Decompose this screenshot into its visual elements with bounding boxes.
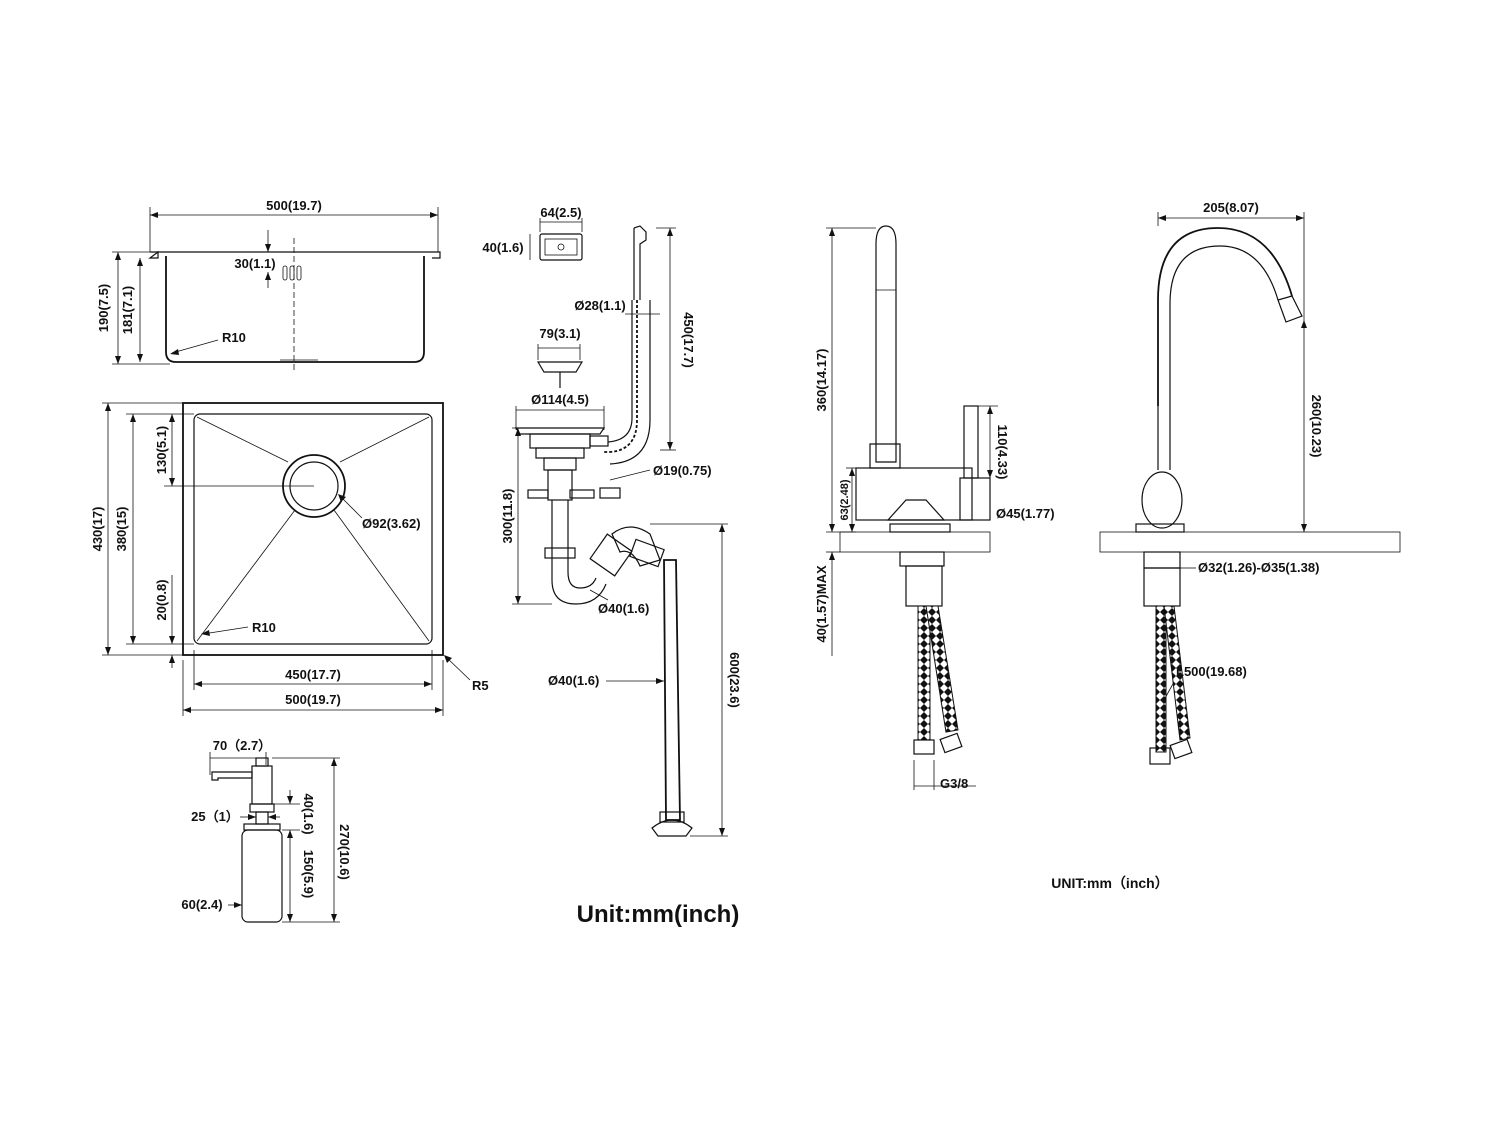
- overflow-height-label: 40(1.6): [482, 240, 523, 255]
- basket-width-label: 79(3.1): [539, 326, 580, 341]
- corner-radius-label: R10: [222, 330, 246, 345]
- bottle-dia-label: 60(2.4): [181, 897, 222, 912]
- body-dia-label: Ø45(1.77): [996, 506, 1055, 521]
- hole-dia-label: Ø32(1.26)-Ø35(1.38): [1198, 560, 1319, 575]
- unit-label-left: Unit:mm(inch): [577, 901, 740, 928]
- faucet-side-view: 360(14.17) 110(4.33) 63(2.48) Ø45(1.77) …: [814, 225, 1055, 791]
- trap-dia-label: Ø40(1.6): [598, 601, 649, 616]
- overflow-width-label: 64(2.5): [540, 205, 581, 220]
- base-height-label: 63(2.48): [839, 479, 851, 520]
- drain-kit-view: 64(2.5) 40(1.6) Ø28(1.1) 450(17.7) 79(3.…: [482, 205, 742, 928]
- inner-radius-label: R10: [252, 620, 276, 635]
- strainer-dia-label: Ø114(4.5): [531, 392, 589, 407]
- drain-diameter-label: Ø92(3.62): [362, 516, 421, 531]
- overflow-hose-length-label: 450(17.7): [681, 312, 696, 368]
- sink-inner-height-label: 181(7.1): [120, 286, 135, 334]
- bottle-length-label: 150(5.9): [301, 850, 316, 898]
- deck-max-label: 40(1.57)MAX: [814, 565, 829, 643]
- faucet-front-view: 205(8.07) 260(10.23) Ø32(1.26)-Ø35(1.38)…: [1051, 200, 1401, 891]
- overflow-hose-dia-label: Ø28(1.1): [574, 298, 625, 313]
- outer-width-label: 500(19.7): [285, 692, 341, 707]
- sink-depth-inner-label: 380(15): [114, 507, 129, 552]
- side-pipe-dia-label: Ø19(0.75): [653, 463, 712, 478]
- spout-length-label: 70（2.7）: [213, 738, 272, 753]
- drain-offset-label: 130(5.1): [154, 426, 169, 474]
- hose-length-label: L500(19.68): [1176, 664, 1247, 679]
- neck-dia-label: 25（1）: [191, 809, 239, 824]
- trap-height-label: 300(11.8): [500, 489, 515, 544]
- sink-depth-total-label: 430(17): [90, 507, 105, 552]
- dispenser-total-height-label: 270(10.6): [337, 824, 352, 880]
- outer-radius-label: R5: [472, 678, 489, 693]
- soap-dispenser-view: 70（2.7） 25（1） 40(1.6) 150(5.9) 270(10.6): [181, 738, 352, 923]
- sink-width-label: 500(19.7): [266, 198, 322, 213]
- sink-plan-view: 430(17) 380(15) 130(5.1) 20(0.8) Ø92(3.6…: [90, 402, 489, 716]
- rim-depth-label: 30(1.1): [234, 256, 275, 271]
- outlet-length-label: 600(23.6): [727, 652, 742, 708]
- lever-height-label: 110(4.33): [995, 425, 1010, 480]
- spout-height-label: 260(10.23): [1309, 395, 1324, 458]
- head-height-label: 40(1.6): [301, 793, 316, 834]
- faucet-height-label: 360(14.17): [814, 349, 829, 412]
- sink-total-height-label: 190(7.5): [96, 284, 111, 332]
- sink-elevation-view: 500(19.7) 30(1.1) 190(7.5) 181(7.1) R10: [96, 198, 441, 372]
- reach-label: 205(8.07): [1203, 200, 1259, 215]
- inner-width-label: 450(17.7): [285, 667, 341, 682]
- unit-label-right: UNIT:mm（inch）: [1051, 875, 1168, 891]
- bottom-gap-label: 20(0.8): [154, 579, 169, 620]
- thread-label: G3/8: [940, 776, 968, 791]
- outlet-dia-label: Ø40(1.6): [548, 673, 599, 688]
